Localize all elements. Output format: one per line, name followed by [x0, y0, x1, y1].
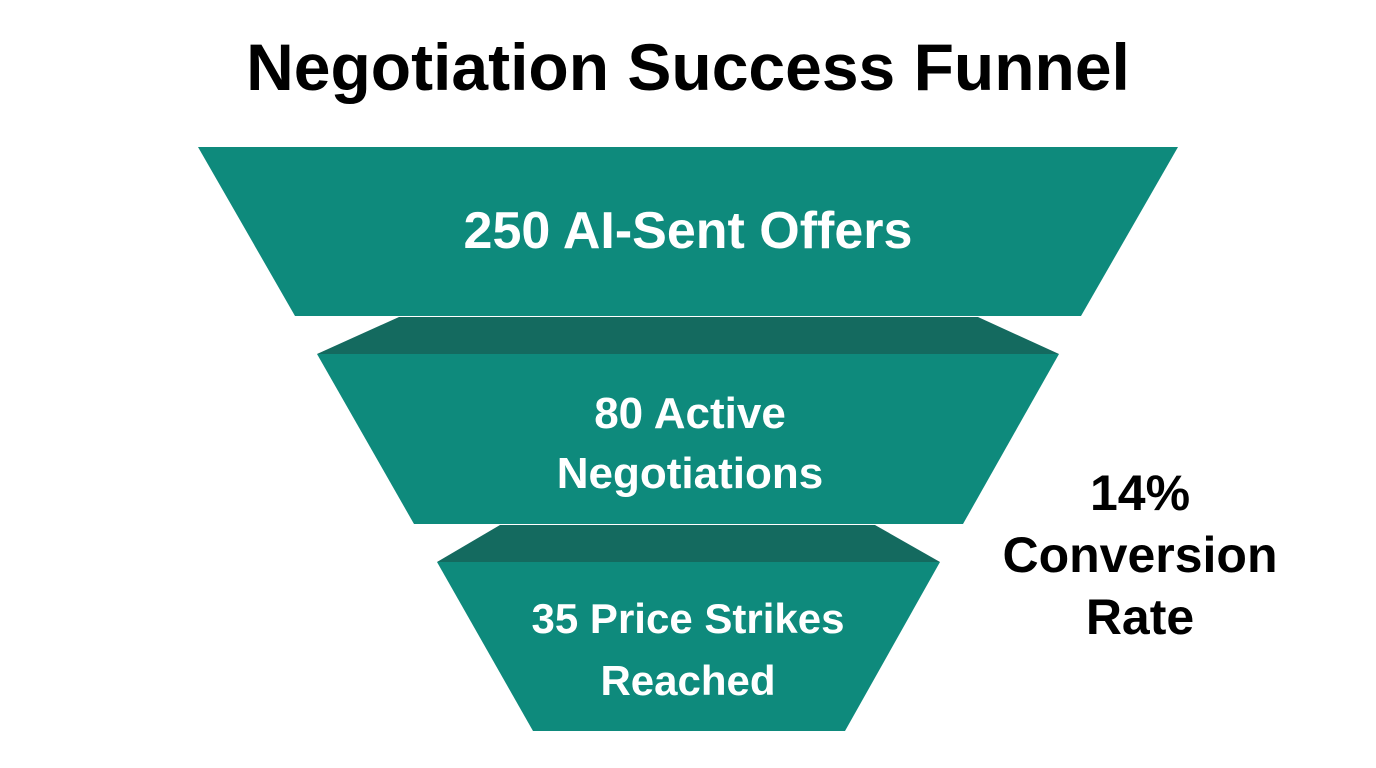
conversion-rate-value: 14% — [1089, 465, 1191, 521]
funnel-stage-3-shadow — [437, 525, 940, 562]
stage-2-line-2: Negotiations — [556, 449, 824, 498]
funnel-stage-3-label: 35 Price Strikes Reached — [460, 588, 916, 712]
stage-3-line-2: Reached — [600, 657, 776, 704]
conversion-rate-annotation: 14% Conversion Rate — [980, 462, 1300, 648]
funnel-stage-2-label: 80 Active Negotiations — [420, 384, 960, 504]
funnel-stage-1-label: 250 AI-Sent Offers — [300, 200, 1076, 262]
funnel-stage-3-shape — [437, 562, 940, 731]
funnel-stage-2-shadow — [317, 317, 1059, 354]
funnel-stage-2-shape — [317, 354, 1059, 524]
stage-2-line-1: 80 Active — [594, 389, 786, 438]
stage-1-line-1: 250 AI-Sent Offers — [463, 202, 913, 260]
conversion-rate-label-1: Conversion — [1002, 527, 1278, 583]
chart-title: Negotiation Success Funnel — [246, 30, 1130, 104]
stage-3-line-1: 35 Price Strikes — [531, 595, 845, 642]
funnel-stage-1-shape — [198, 147, 1178, 316]
conversion-rate-label-2: Rate — [1085, 589, 1195, 645]
